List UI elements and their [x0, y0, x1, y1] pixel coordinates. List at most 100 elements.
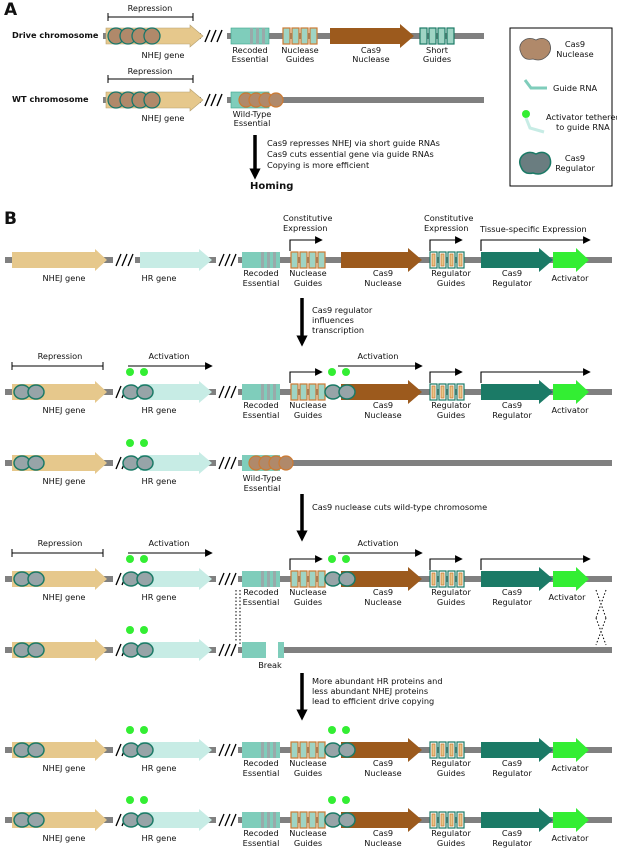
hr-gene-label: HR gene	[142, 405, 177, 415]
constitutive-expression-label-1: Constitutive	[283, 213, 332, 223]
hr-gene-label: HR gene	[142, 833, 177, 843]
regulator-guides-label-2: Guides	[437, 838, 465, 848]
panel-b-label: B	[4, 209, 17, 229]
recoded-essential-label-2: Essential	[243, 410, 280, 420]
cas9-nuclease-label-2: Nuclease	[364, 838, 401, 848]
activator-arrow	[553, 738, 589, 762]
cas9-regulator-arrow	[481, 567, 553, 591]
activation-label-nuclease: Activation	[358, 538, 399, 548]
legend-activator-label-2: to guide RNA	[556, 122, 610, 132]
recoded-essential-label-1: Recoded	[243, 268, 278, 278]
hr-gene-arrow	[140, 739, 212, 761]
nuclease-guides-label-2: Guides	[294, 768, 322, 778]
cas9-regulator-label-1: Cas9	[502, 587, 522, 597]
cas9-regulator-activator-proteins	[324, 796, 356, 828]
nuclease-guides-boxes	[290, 383, 326, 401]
cas9-regulator-label-1: Cas9	[502, 758, 522, 768]
step-1-line-3: transcription	[312, 325, 364, 335]
regulator-guides-label-2: Guides	[437, 278, 465, 288]
broken-essential-gene-right	[278, 642, 284, 658]
nuclease-guides-label-2: Guides	[294, 838, 322, 848]
constitutive-promoter-arrow-2	[429, 368, 463, 383]
tissue-specific-promoter-arrow	[480, 555, 591, 570]
activator-label: Activator	[552, 273, 590, 283]
regulator-guides-label-2: Guides	[437, 410, 465, 420]
cas9-regulator-proteins	[13, 642, 45, 658]
cas9-regulator-label-1: Cas9	[502, 268, 522, 278]
activation-label: Activation	[149, 538, 190, 548]
cas9-regulator-activator-proteins	[122, 796, 154, 828]
tissue-specific-expression-label: Tissue-specific Expression	[479, 224, 587, 234]
cas9-regulator-activator-proteins	[122, 368, 154, 400]
cas9-regulator-label-1: Cas9	[502, 400, 522, 410]
cas9-regulator-label-2: Regulator	[492, 278, 532, 288]
cas9-nuclease-arrow	[341, 567, 422, 591]
nuclease-guides-label-2: Guides	[294, 597, 322, 607]
legend-cas9-regulator-icon	[518, 151, 552, 175]
hr-gene-label: HR gene	[142, 273, 177, 283]
wild-type-chromosome-row: NHEJ gene HR gene Wild-Type Essential	[5, 439, 612, 493]
activator-arrow	[553, 567, 589, 591]
chromosome-gap-slashes	[115, 253, 237, 267]
wild-type-essential-label-1: Wild-Type	[233, 109, 272, 119]
nuclease-guides-label-2: Guides	[294, 278, 322, 288]
short-guides-boxes	[419, 27, 455, 45]
hr-gene-arrow	[140, 381, 212, 403]
nuclease-guides-boxes	[290, 251, 326, 269]
drive-chromosome-row: Drive chromosome Repression NHEJ gene Re…	[12, 3, 484, 64]
panel-a-label: A	[4, 0, 18, 20]
nuclease-guides-boxes	[290, 811, 326, 829]
cas9-nuclease-label-2: Nuclease	[364, 597, 401, 607]
cas9-regulator-proteins	[13, 384, 45, 400]
legend-cas9-nuclease-label-1: Cas9	[565, 39, 585, 49]
activator-arrow	[553, 380, 589, 404]
cas9-nuclease-label-2: Nuclease	[364, 278, 401, 288]
cas9-nuclease-arrow	[330, 24, 414, 48]
step-3-line-2: less abundant NHEJ proteins	[312, 686, 428, 696]
cas9-regulator-proteins	[13, 571, 45, 587]
constitutive-promoter-arrow-1	[289, 368, 323, 383]
nhej-gene-label: NHEJ gene	[142, 113, 185, 123]
short-guides-label-2: Guides	[423, 54, 451, 64]
construct-row-4: Repression Activation NHEJ gene HR gene …	[5, 538, 612, 646]
cas9-nuclease-label-1: Cas9	[373, 400, 393, 410]
break-label: Break	[258, 660, 282, 670]
hr-gene-arrow	[140, 809, 212, 831]
cas9-nuclease-arrow	[341, 738, 422, 762]
cas9-nuclease-proteins-on-essential	[238, 92, 284, 108]
cas9-nuclease-proteins-on-essential	[248, 455, 294, 471]
hr-gene-arrow	[140, 249, 212, 271]
cas9-regulator-activator-proteins	[324, 726, 356, 758]
cas9-nuclease-label-1: Cas9	[373, 587, 393, 597]
recoded-essential-label-2: Essential	[243, 768, 280, 778]
cas9-nuclease-label-1: Cas9	[361, 45, 381, 55]
regulator-guides-label-1: Regulator	[431, 268, 471, 278]
constitutive-promoter-arrow-2	[429, 236, 463, 251]
cas9-nuclease-label-2: Nuclease	[352, 54, 389, 64]
nhej-gene-label: NHEJ gene	[142, 50, 185, 60]
hr-gene-label: HR gene	[142, 592, 177, 602]
activator-arrow	[553, 248, 589, 272]
cas9-regulator-activator-proteins	[122, 726, 154, 758]
recoded-essential-label-2: Essential	[232, 54, 269, 64]
copied-drive-row-1: NHEJ gene HR gene Recoded Essential Nucl…	[5, 726, 612, 778]
recoded-essential-label-1: Recoded	[243, 758, 278, 768]
constitutive-expression-label-2: Expression	[283, 223, 327, 233]
cas9-regulator-arrow	[481, 808, 553, 832]
nhej-gene-label: NHEJ gene	[43, 592, 86, 602]
wild-type-essential-label-1: Wild-Type	[243, 473, 282, 483]
tissue-specific-promoter-arrow	[480, 236, 591, 251]
activator-label: Activator	[549, 592, 587, 602]
legend-cas9-regulator-label-1: Cas9	[565, 153, 585, 163]
cas9-regulator-activator-proteins	[122, 626, 154, 658]
activator-label: Activator	[552, 833, 590, 843]
cas9-regulator-activator-proteins	[324, 555, 356, 587]
legend: Cas9 Nuclease Guide RNA Activator tether…	[509, 27, 617, 187]
hr-gene-label: HR gene	[142, 476, 177, 486]
broken-chromosome-row: Break	[5, 626, 612, 670]
hr-gene-arrow	[140, 568, 212, 590]
constitutive-promoter-arrow-1	[289, 236, 323, 251]
nuclease-guides-label-1: Nuclease	[289, 587, 326, 597]
cas9-regulator-label-2: Regulator	[492, 410, 532, 420]
cas9-nuclease-label-1: Cas9	[373, 828, 393, 838]
